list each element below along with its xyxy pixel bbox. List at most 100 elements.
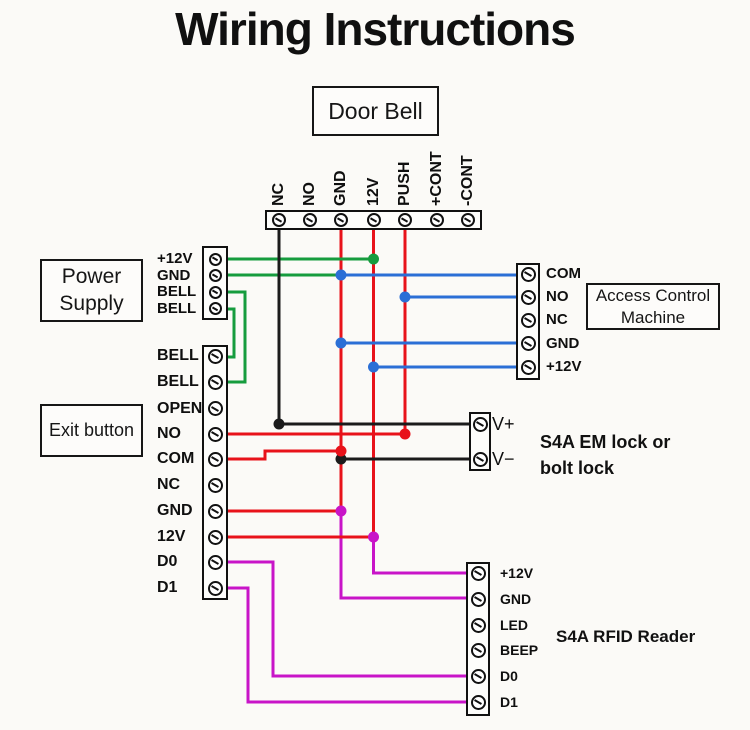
terminal-label-exit-button: NO <box>157 425 181 442</box>
terminal-label-rfid-reader: GND <box>500 591 532 607</box>
screw-terminal-icon <box>520 336 536 351</box>
screw-slot <box>524 364 532 370</box>
terminal-label-power-supply: BELL <box>157 283 197 300</box>
junction-dot <box>368 253 379 265</box>
terminal-label-exit-button: BELL <box>157 347 199 364</box>
page-title: Wiring Instructions <box>175 3 576 55</box>
screw-slot <box>476 421 484 427</box>
junction-dot <box>335 337 347 349</box>
screw-terminal-icon <box>207 401 223 416</box>
junction-dot <box>399 291 411 303</box>
screw-slot <box>211 585 219 591</box>
screw-slot <box>474 596 482 602</box>
terminal-label-em-lock: V+ <box>492 414 515 434</box>
screw-slot <box>463 217 472 223</box>
screw-slot <box>474 570 482 576</box>
terminal-label-rfid-reader: D1 <box>500 694 518 710</box>
terminal-label-access-control: COM <box>546 265 581 282</box>
terminal-label-exit-button: COM <box>157 450 195 467</box>
screw-slot <box>474 622 482 628</box>
junction-dot <box>335 453 347 465</box>
screw-terminal-icon <box>520 312 536 328</box>
terminal-label-power-supply: +12V <box>157 250 193 267</box>
screw-slot <box>524 340 532 347</box>
screw-slot <box>211 379 219 385</box>
terminal-label-power-supply: BELL <box>157 299 197 317</box>
screw-terminal-icon <box>520 359 536 375</box>
screw-terminal-icon <box>207 348 223 364</box>
screw-terminal-icon <box>207 554 223 570</box>
screw-slot <box>524 317 532 323</box>
wire-magenta <box>339 511 466 600</box>
junction-dot <box>335 505 347 517</box>
exit-button-label-box: Exit button <box>40 404 143 457</box>
terminal-label-rfid-reader: D0 <box>500 668 518 684</box>
em-lock-annotation: S4A EM lock or bolt lock <box>540 432 671 478</box>
screw-terminal-icon <box>207 374 223 390</box>
wire-green <box>228 290 247 384</box>
screw-terminal-icon <box>520 266 536 282</box>
terminal-label-door-bell: PUSH <box>396 161 413 206</box>
screw-slot <box>211 508 219 514</box>
junction-dot <box>273 418 285 430</box>
terminal-label-door-bell: -CONT <box>458 155 476 206</box>
junction-dot <box>335 445 347 457</box>
screw-slot <box>401 217 409 223</box>
terminal-label-door-bell: NC <box>269 182 287 206</box>
screw-slot <box>211 405 219 412</box>
terminal-label-power-supply: GND <box>157 266 191 284</box>
screw-terminal-icon <box>208 285 222 299</box>
screw-slot <box>211 306 219 311</box>
screw-terminal-icon <box>207 529 223 545</box>
wire-magenta <box>228 586 466 704</box>
screw-terminal-icon <box>334 213 348 227</box>
terminal-label-rfid-reader: LED <box>500 617 528 633</box>
screw-terminal-icon <box>271 213 286 227</box>
screw-terminal-icon <box>207 477 223 493</box>
junction-dot <box>399 428 411 440</box>
screw-slot <box>337 217 345 223</box>
access-control-label: Access Control Machine <box>595 286 711 327</box>
screw-terminal-icon <box>208 269 222 282</box>
screw-slot <box>211 431 219 437</box>
junction-dot <box>368 531 379 543</box>
terminal-label-door-bell: GND <box>332 170 349 206</box>
screw-slot <box>211 559 219 565</box>
screw-slot <box>274 217 283 223</box>
screw-slot <box>211 482 219 488</box>
screw-terminal-icon <box>398 213 412 227</box>
screw-terminal-icon <box>366 213 381 227</box>
screw-slot <box>474 673 482 679</box>
terminal-label-exit-button: NC <box>157 476 181 493</box>
screw-slot <box>211 289 219 295</box>
terminal-label-rfid-reader: BEEP <box>500 642 539 658</box>
terminal-label-exit-button: BELL <box>157 373 199 390</box>
door-bell-label-box: Door Bell <box>312 86 439 136</box>
junction-dot <box>335 269 347 281</box>
power-supply-label: Power Supply <box>59 265 124 315</box>
screw-slot <box>211 534 219 540</box>
screw-terminal-icon <box>470 617 486 633</box>
terminal-label-access-control: NO <box>546 288 569 305</box>
terminal-label-em-lock: V− <box>492 449 515 469</box>
screw-terminal-icon <box>472 451 488 467</box>
wire-red <box>228 449 341 461</box>
screw-slot <box>211 353 219 359</box>
terminal-label-rfid-reader: +12V <box>500 565 534 581</box>
rfid-reader-annotation: S4A RFID Reader <box>556 627 696 646</box>
exit-button-label: Exit button <box>48 420 135 441</box>
screw-slot <box>211 273 219 278</box>
screw-slot <box>432 217 441 223</box>
screw-terminal-icon <box>470 694 486 710</box>
terminal-label-exit-button: OPEN <box>157 399 203 417</box>
power-supply-label-box: Power Supply <box>40 259 143 322</box>
terminal-label-access-control: NC <box>546 311 568 328</box>
screw-terminal-icon <box>207 426 223 442</box>
terminal-label-exit-button: D1 <box>157 579 178 596</box>
screw-terminal-icon <box>470 642 486 658</box>
access-control-label-box: Access Control Machine <box>586 283 720 330</box>
screw-terminal-icon <box>460 213 475 227</box>
screw-terminal-icon <box>302 213 317 227</box>
